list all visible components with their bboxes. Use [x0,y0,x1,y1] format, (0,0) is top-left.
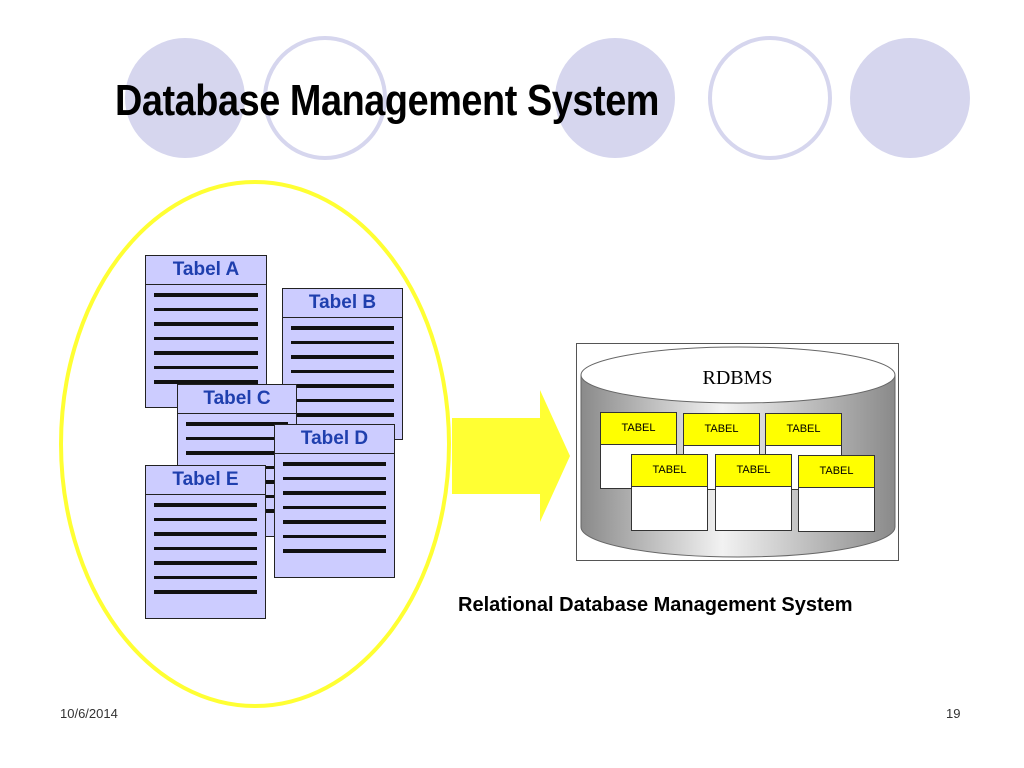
rdbms-label: RDBMS [702,367,773,389]
decor-circle [555,38,675,158]
rdbms-figure: RDBMS TABEL TABEL TABEL TABEL TABEL TABE… [576,343,899,561]
document-label: Tabel B [283,289,402,318]
document-tabel-e: Tabel E [145,465,266,619]
page-number: 19 [946,706,961,721]
decor-circle [125,38,245,158]
rdbms-table-header: TABEL [632,455,707,487]
decor-circle [263,36,387,160]
rdbms-table-header: TABEL [766,414,841,446]
decor-circle [708,36,832,160]
slide-title: Database Management System [115,76,660,125]
document-lines [146,285,266,384]
rdbms-caption: Relational Database Management System [458,594,853,616]
document-tabel-b: Tabel B [282,288,403,440]
document-lines [146,495,265,594]
document-tabel-a: Tabel A [145,255,267,408]
document-label: Tabel A [146,256,266,285]
document-label: Tabel C [178,385,296,414]
rdbms-table: TABEL [631,454,708,531]
document-lines [275,454,394,553]
document-label: Tabel D [275,425,394,454]
rdbms-table-header: TABEL [684,414,759,446]
rdbms-table-header: TABEL [601,413,676,445]
rdbms-table-header: TABEL [716,455,791,487]
decor-circles [125,36,970,160]
document-label: Tabel E [146,466,265,495]
rdbms-table-header: TABEL [799,456,874,488]
document-tabel-d: Tabel D [274,424,395,578]
rdbms-table: TABEL [715,454,792,531]
document-lines [283,318,402,417]
footer-date: 10/6/2014 [60,706,118,721]
rdbms-table: TABEL [798,455,875,532]
decor-circle [850,38,970,158]
grouping-ellipse [59,180,451,708]
right-arrow-icon [452,390,570,522]
